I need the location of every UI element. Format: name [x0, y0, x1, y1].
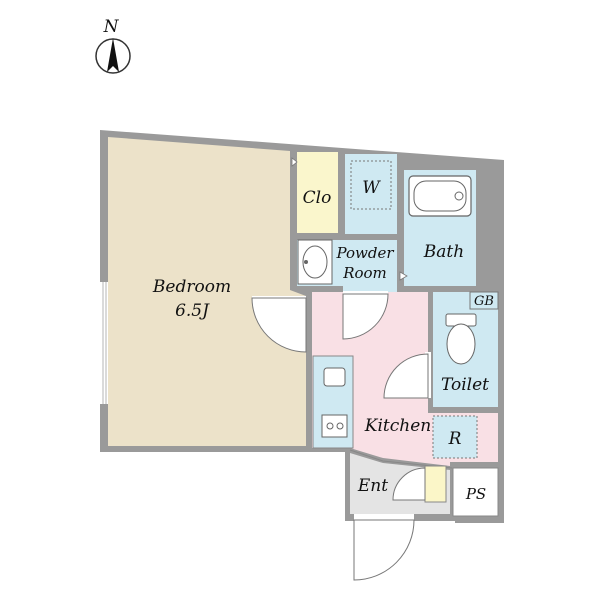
- washer-pan: [350, 160, 392, 210]
- powder-room-door: [342, 291, 389, 340]
- gas-boiler-box: [469, 291, 499, 310]
- closet-floor: [297, 152, 338, 233]
- bathtub-icon: [408, 175, 472, 217]
- powder-room-label-line1: Powder: [335, 244, 394, 262]
- front-door: [353, 514, 415, 581]
- bath-name: Bath: [423, 242, 464, 262]
- washer-area: [345, 154, 397, 234]
- shoe-closet: [424, 465, 447, 503]
- powder-room-lower: [343, 240, 397, 292]
- washbasin-icon: [297, 239, 333, 285]
- shoe-closet-door: [392, 467, 426, 501]
- toilet-name: Toilet: [441, 375, 489, 395]
- powder-room-label-line2: Room: [342, 264, 387, 282]
- bath-door-icon: [399, 271, 408, 281]
- stove-icon: [321, 414, 348, 438]
- kitchen-name: Kitchen: [364, 416, 431, 436]
- pipe-space: [452, 467, 499, 517]
- bedroom-floor: [108, 137, 306, 446]
- entrance-name: Ent: [357, 476, 388, 496]
- bedroom-window: [100, 282, 108, 404]
- bedroom-name: Bedroom: [152, 277, 231, 297]
- compass-label: N: [103, 17, 120, 37]
- closet-name: Clo: [303, 188, 332, 208]
- refrigerator: [432, 415, 478, 459]
- gas-boiler-name: GB: [474, 294, 494, 309]
- bedroom-size: 6.5J: [175, 301, 210, 321]
- refrigerator-name: R: [448, 429, 462, 449]
- compass-needle-icon: [107, 38, 119, 72]
- pipe-space-name: PS: [465, 485, 486, 503]
- toilet-icon: [445, 313, 477, 365]
- sink-icon: [323, 367, 346, 387]
- washer-name: W: [362, 178, 381, 198]
- closet-door-icon: [291, 157, 298, 167]
- north-compass: N: [95, 17, 131, 74]
- toilet-door: [383, 352, 431, 399]
- bedroom-door: [251, 296, 307, 353]
